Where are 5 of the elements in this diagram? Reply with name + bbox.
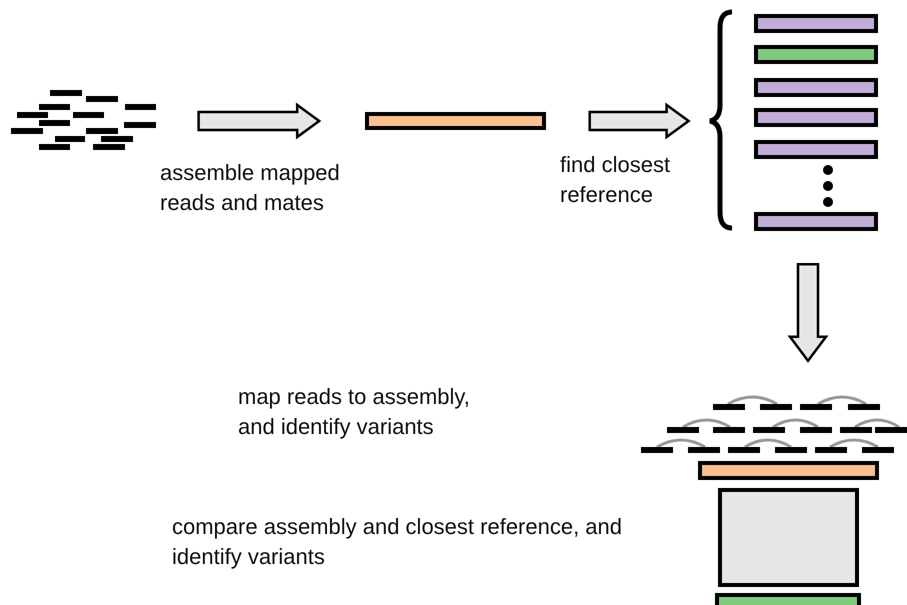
step-description: map reads to assembly, and identify variants [238,383,471,441]
step-description: compare assembly and closest reference, and identify variants [172,513,624,571]
block-arrow [788,262,828,363]
block-arrow [588,102,691,140]
block-arrow [197,102,322,140]
